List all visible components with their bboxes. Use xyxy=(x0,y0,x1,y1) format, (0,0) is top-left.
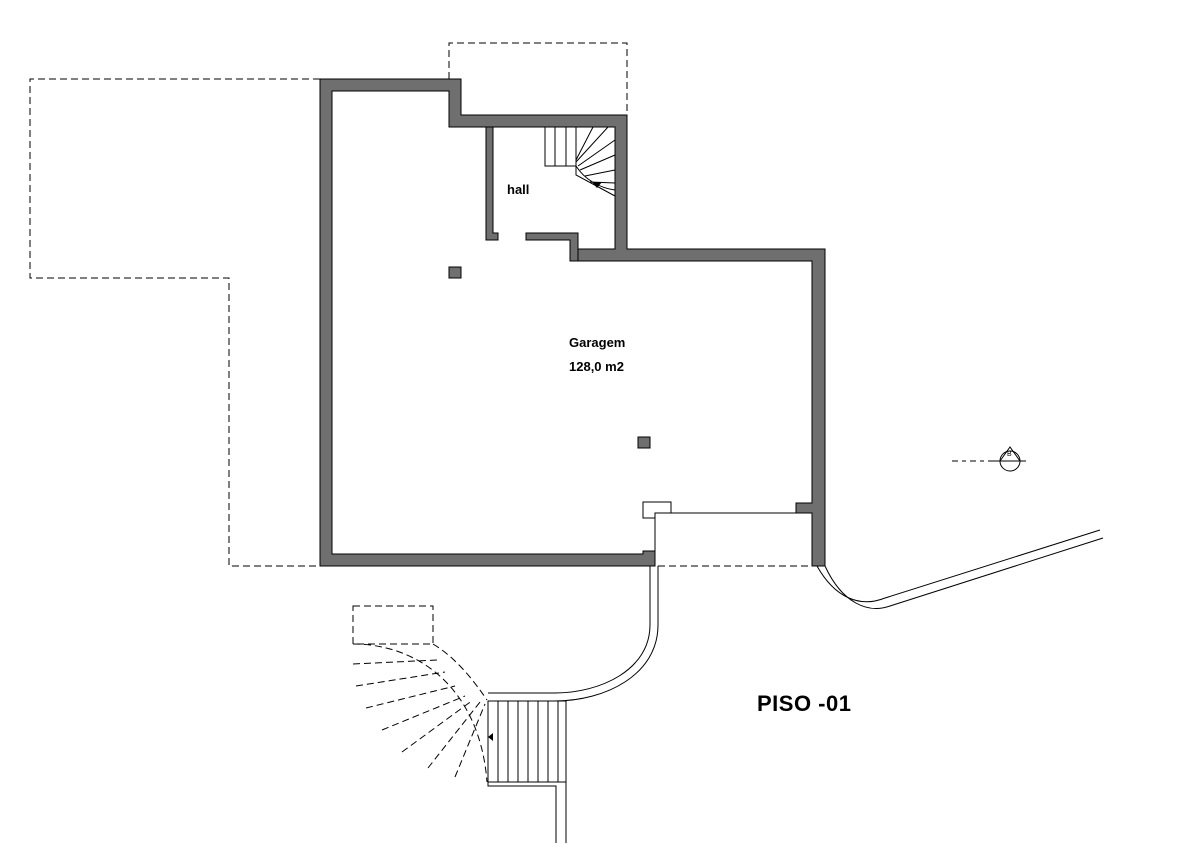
left-terrace-outline xyxy=(29,78,320,567)
column-1 xyxy=(448,266,462,279)
spiral-stair-step-1 xyxy=(352,659,438,665)
exterior-stair-arrow xyxy=(488,733,493,741)
hall-label: hall xyxy=(507,182,530,197)
exterior-straight-stair xyxy=(487,700,567,843)
garage-label: Garagem xyxy=(569,335,626,350)
column-2 xyxy=(637,436,651,449)
hall-staircase xyxy=(544,126,616,197)
outer-wall xyxy=(319,78,826,567)
garage-area-label: 128,0 m2 xyxy=(569,359,624,374)
section-marker-letter: B xyxy=(1007,451,1012,458)
spiral-stair-step-7 xyxy=(454,703,486,778)
floor-title: PISO -01 xyxy=(757,691,852,716)
top-projection-outline xyxy=(448,42,628,115)
section-marker xyxy=(952,446,1026,472)
spiral-stair-step-6 xyxy=(427,701,481,769)
hall-bottom-partition xyxy=(525,232,579,262)
spiral-stair-step-5 xyxy=(401,699,474,753)
spiral-stair-inner xyxy=(432,643,488,701)
stair-direction-arrow xyxy=(592,182,602,188)
dashed-outlines xyxy=(29,42,812,783)
hall-left-partition xyxy=(485,126,499,241)
spiral-stair-step-3 xyxy=(365,685,456,709)
spiral-stair-outer xyxy=(352,643,488,783)
garage-door-opening xyxy=(642,501,796,551)
spiral-stair-step-4 xyxy=(381,695,466,731)
spiral-stair-step-2 xyxy=(355,671,446,687)
stair-landing-outline xyxy=(352,605,434,645)
